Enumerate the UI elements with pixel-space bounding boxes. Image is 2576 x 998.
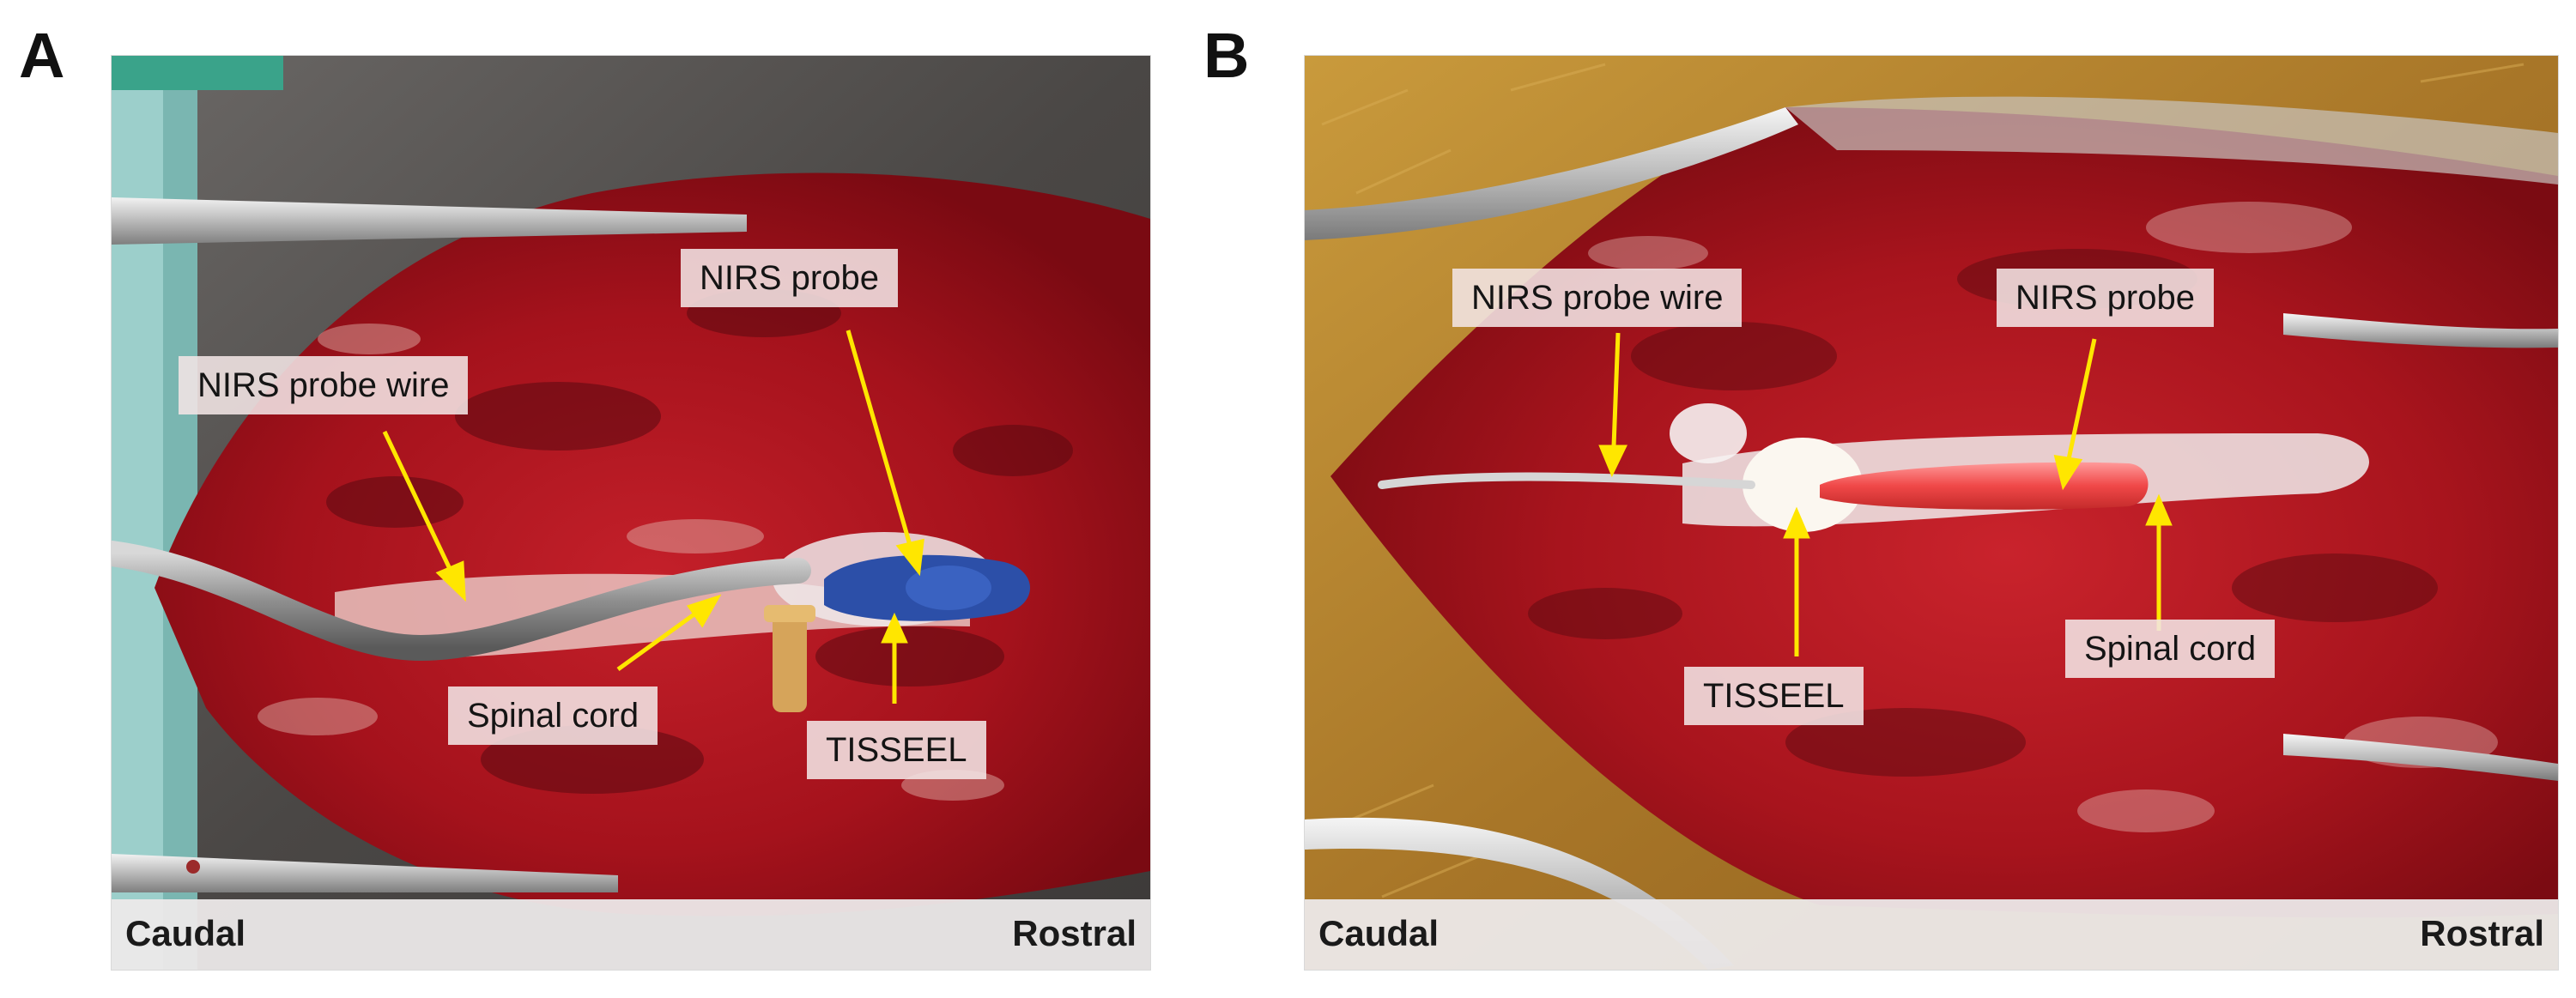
footer-caudal: Caudal: [1318, 913, 1440, 953]
orientation-footer-a: Caudal Rostral: [112, 899, 1150, 970]
surgical-photo-a: [112, 56, 1150, 970]
label-nirs-probe: NIRS probe: [681, 249, 898, 307]
orientation-footer-b: Caudal Rostral: [1305, 899, 2558, 970]
annotation-arrows-a: [382, 330, 924, 704]
label-nirs-probe-wire: NIRS probe wire: [179, 356, 469, 414]
annotation-arrows-b: [1598, 332, 2173, 656]
footer-rostral: Rostral: [2420, 913, 2544, 953]
label-tisseel: TISSEEL: [1684, 667, 1864, 725]
label-spinal-cord: Spinal cord: [448, 687, 658, 745]
label-tisseel: TISSEEL: [807, 721, 986, 779]
footer-caudal: Caudal: [125, 913, 246, 953]
label-nirs-probe-wire: NIRS probe wire: [1452, 269, 1743, 327]
panel-a-photo: NIRS probe NIRS probe wire Spinal cord T…: [112, 56, 1150, 970]
footer-rostral: Rostral: [1012, 913, 1136, 953]
label-spinal-cord: Spinal cord: [2065, 620, 2276, 678]
label-nirs-probe: NIRS probe: [1997, 269, 2214, 327]
panel-a-letter: A: [19, 20, 65, 91]
panel-b-photo: NIRS probe wire NIRS probe TISSEEL Spina…: [1305, 56, 2558, 970]
panel-b-letter: B: [1203, 20, 1250, 91]
surgical-photo-b: [1305, 56, 2558, 970]
